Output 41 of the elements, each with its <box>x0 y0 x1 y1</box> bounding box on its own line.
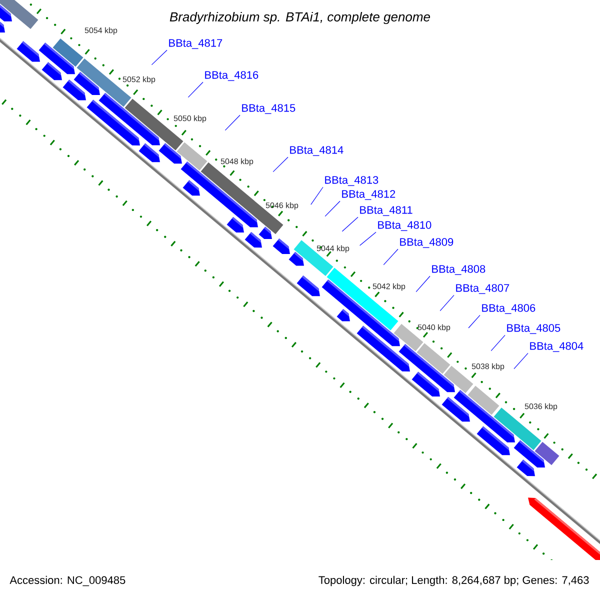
tick-label: 5038 kbp <box>472 363 504 371</box>
tick-label: 5036 kbp <box>524 403 558 411</box>
tick-label: 5044 kbp <box>316 245 350 253</box>
gene-label: BBta_4813 <box>325 176 378 186</box>
gene-label: BBta_4816 <box>205 71 258 81</box>
leader-line <box>342 216 358 232</box>
genome-info-text: Topology: circular; Length: 8,264,687 bp; Genes: 7,463 <box>318 576 589 586</box>
leader-line <box>324 200 340 217</box>
gene-label: BBta_4817 <box>169 39 222 49</box>
tick-label: 5042 kbp <box>372 283 406 291</box>
leader-line <box>151 50 168 66</box>
leader-line <box>416 276 430 292</box>
gene-label: BBta_4814 <box>290 146 344 156</box>
leader-line <box>360 232 376 246</box>
tick-label: 5054 kbp <box>84 27 118 35</box>
leader-line <box>514 352 528 370</box>
leader-line <box>188 82 204 98</box>
leader-line <box>272 156 288 172</box>
leader-line <box>440 294 454 312</box>
gene-label: BBta_4807 <box>456 284 510 294</box>
gene-label: BBta_4815 <box>242 104 296 114</box>
gene-label: BBta_4805 <box>507 324 560 334</box>
tick-label: 5050 kbp <box>174 115 206 123</box>
gene-label: BBta_4811 <box>360 206 412 216</box>
title: Bradyrhizobium sp. BTAi1, complete genome <box>170 12 430 24</box>
tick-label: 5046 kbp <box>266 202 298 210</box>
leader-line <box>383 248 398 266</box>
gene-label: BBta_4808 <box>432 265 486 275</box>
leader-line <box>310 186 324 205</box>
leader-line <box>224 114 240 131</box>
leader-line <box>490 334 506 352</box>
gene-label: BBta_4810 <box>378 221 432 231</box>
tick-label: 5048 kbp <box>220 158 254 166</box>
gene-label: BBta_4812 <box>342 190 396 200</box>
tick-label: 5040 kbp <box>418 324 450 332</box>
leader-line <box>468 314 480 328</box>
accession-text: Accession: NC_009485 <box>10 576 126 586</box>
gene-label: BBta_4806 <box>482 304 536 314</box>
gene-label: BBta_4809 <box>400 238 454 248</box>
gene-label: BBta_4804 <box>530 342 584 352</box>
tick-label: 5052 kbp <box>122 76 156 84</box>
